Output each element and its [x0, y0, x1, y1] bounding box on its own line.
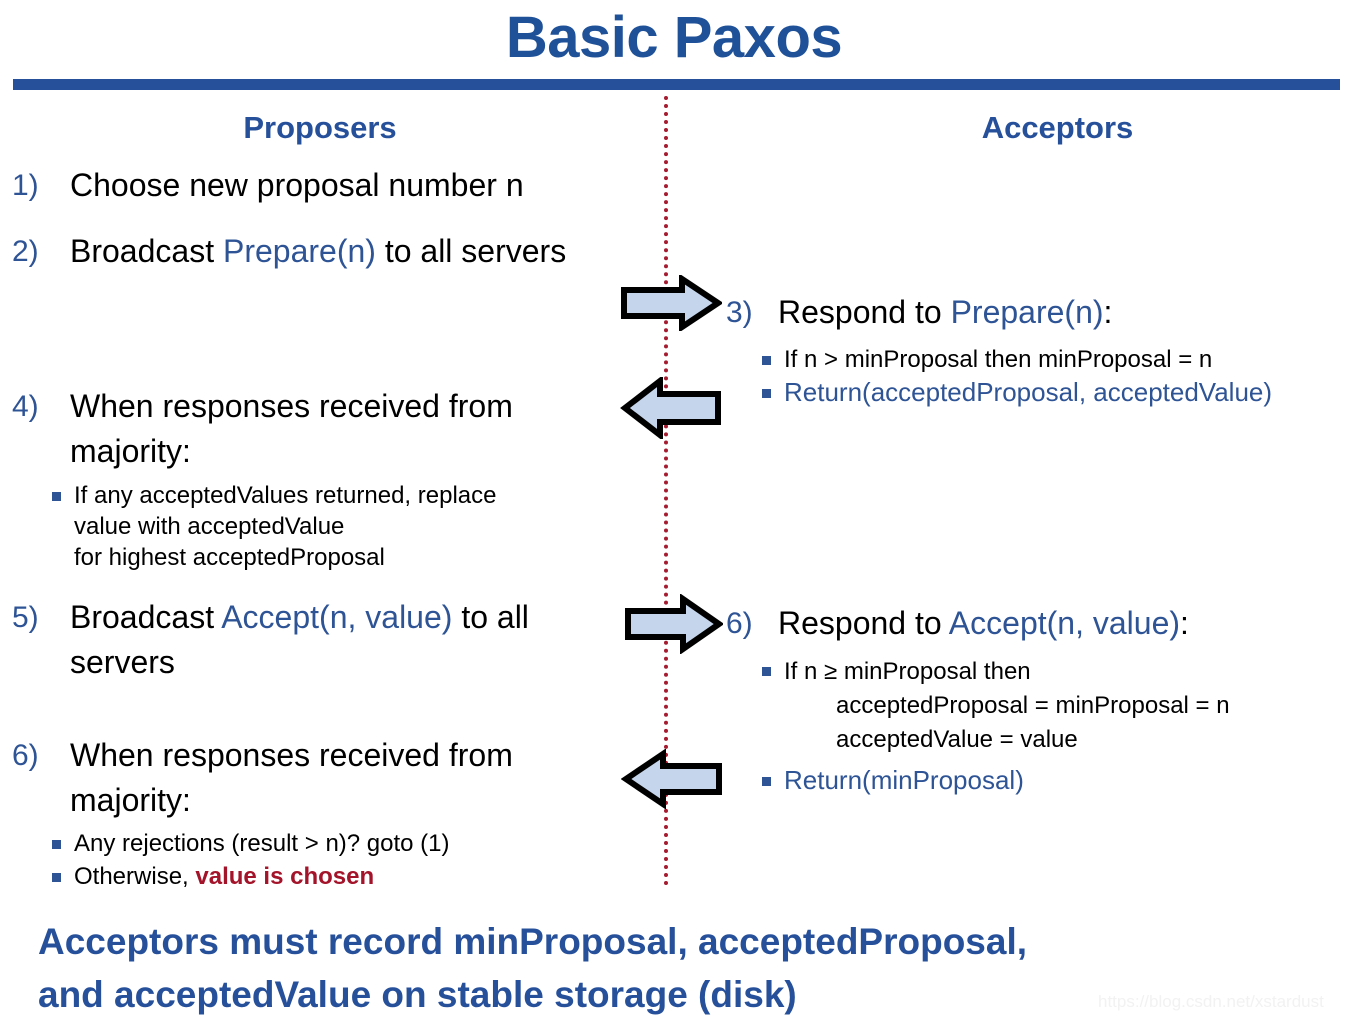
proposer-step-2-keyword: Prepare(n)	[222, 233, 376, 269]
square-bullet-icon	[52, 840, 61, 849]
proposer-step-2-post: to all servers	[375, 233, 567, 269]
acceptor-step-6-bullet-1-line-1: If n ≥ minProposal then	[784, 658, 1031, 685]
acceptor-step-3-bullet-2: Return(acceptedProposal, acceptedValue)	[784, 377, 1273, 407]
proposer-step-2-pre: Broadcast	[70, 233, 223, 269]
proposer-step-2: 2) Broadcast Prepare(n) to all servers	[12, 229, 610, 274]
list-item: If any acceptedValues returned, replace …	[48, 480, 638, 573]
watermark-url: https://blog.csdn.net/xstardust	[1098, 992, 1324, 1011]
square-bullet-icon	[762, 356, 771, 365]
acceptor-step-3-number: 3)	[726, 296, 753, 329]
acceptor-step-6-pre: Respond to	[778, 605, 949, 641]
square-bullet-icon	[52, 492, 61, 501]
acceptor-step-3-bullets: If n > minProposal then minProposal = n …	[758, 344, 1348, 410]
acceptor-step-6-bullet-2: Return(minProposal)	[784, 765, 1024, 795]
center-dotted-divider	[664, 96, 668, 886]
acceptor-step-6-number: 6)	[726, 607, 753, 640]
square-bullet-icon	[762, 667, 771, 676]
proposer-step-6: 6) When responses received from majority…	[12, 733, 610, 823]
proposer-step-5-post: to all servers	[70, 599, 529, 680]
proposer-step-4-bullets: If any acceptedValues returned, replace …	[48, 480, 638, 575]
acceptor-step-6: 6) Respond to Accept(n, value):	[726, 601, 1346, 646]
proposer-step-5-text: Broadcast Accept(n, value) to all server…	[70, 595, 610, 685]
proposer-step-4-bullet-line-2: value with acceptedValue	[74, 513, 345, 540]
square-bullet-icon	[762, 389, 771, 398]
acceptor-step-3-post: :	[1103, 294, 1113, 330]
acceptor-step-3-pre: Respond to	[778, 294, 951, 330]
footer-note: Acceptors must record minProposal, accep…	[38, 915, 1328, 1021]
proposer-step-6-bullet-2-emphasis: value is chosen	[195, 863, 375, 890]
proposer-step-6-text: When responses received from majority:	[70, 737, 513, 818]
acceptor-step-6-post: :	[1180, 605, 1189, 641]
list-item: If n ≥ minProposal then acceptedProposal…	[758, 655, 1348, 757]
acceptor-step-6-bullet-1-line-2: acceptedProposal = minProposal = n	[836, 692, 1230, 719]
acceptor-step-6-bullets: If n ≥ minProposal then acceptedProposal…	[758, 655, 1348, 798]
proposer-step-4-bullet-line-3: for highest acceptedProposal	[74, 544, 385, 571]
list-item: Otherwise, value is chosen	[48, 861, 638, 892]
proposer-step-4-number: 4)	[12, 390, 39, 423]
arrow-left-accept-response	[621, 749, 722, 809]
proposer-step-1: 1) Choose new proposal number n	[12, 163, 610, 208]
acceptor-step-3: 3) Respond to Prepare(n):	[726, 290, 1346, 335]
acceptor-step-3-keyword: Prepare(n)	[950, 294, 1104, 330]
arrow-right-prepare	[621, 275, 722, 331]
acceptor-step-6-text: Respond to Accept(n, value):	[778, 601, 1346, 646]
square-bullet-icon	[762, 777, 771, 786]
proposer-step-5-keyword: Accept(n, value)	[221, 599, 453, 635]
column-heading-proposers: Proposers	[243, 110, 397, 145]
proposer-step-1-text: Choose new proposal number n	[70, 167, 524, 203]
list-item: Return(minProposal)	[758, 765, 1348, 796]
footer-line-2: and acceptedValue on stable storage (dis…	[38, 974, 797, 1015]
proposer-step-1-number: 1)	[12, 169, 39, 202]
proposer-step-6-bullet-2-pre: Otherwise,	[74, 863, 196, 890]
proposer-step-6-bullets: Any rejections (result > n)? goto (1) Ot…	[48, 828, 638, 894]
page-title: Basic Paxos	[505, 5, 843, 70]
acceptor-step-3-text: Respond to Prepare(n):	[778, 290, 1346, 335]
footer-line-1: Acceptors must record minProposal, accep…	[38, 921, 1028, 962]
arrow-right-accept	[625, 594, 723, 654]
proposer-step-4-bullet-line-1: If any acceptedValues returned, replace	[74, 482, 497, 509]
proposer-step-5-number: 5)	[12, 601, 39, 634]
list-item: Any rejections (result > n)? goto (1)	[48, 828, 638, 859]
list-item: Return(acceptedProposal, acceptedValue)	[758, 377, 1348, 408]
column-heading-acceptors: Acceptors	[981, 110, 1134, 145]
acceptor-step-3-bullet-1: If n > minProposal then minProposal = n	[784, 346, 1213, 373]
square-bullet-icon	[52, 873, 61, 882]
proposer-step-2-number: 2)	[12, 235, 39, 268]
proposer-step-6-number: 6)	[12, 739, 39, 772]
proposer-step-2-text: Broadcast Prepare(n) to all servers	[70, 229, 610, 274]
title-underline-rule	[13, 79, 1340, 90]
acceptor-step-6-keyword: Accept(n, value)	[948, 605, 1181, 641]
proposer-step-5-pre: Broadcast	[70, 599, 222, 635]
acceptor-step-6-bullet-1-line-3: acceptedValue = value	[836, 726, 1078, 753]
arrow-left-prepare-response	[620, 377, 721, 439]
proposer-step-4-text: When responses received from majority:	[70, 388, 513, 469]
list-item: If n > minProposal then minProposal = n	[758, 344, 1348, 375]
proposer-step-5: 5) Broadcast Accept(n, value) to all ser…	[12, 595, 610, 685]
proposer-step-6-bullet-1: Any rejections (result > n)? goto (1)	[74, 830, 450, 857]
proposer-step-4: 4) When responses received from majority…	[12, 384, 610, 474]
